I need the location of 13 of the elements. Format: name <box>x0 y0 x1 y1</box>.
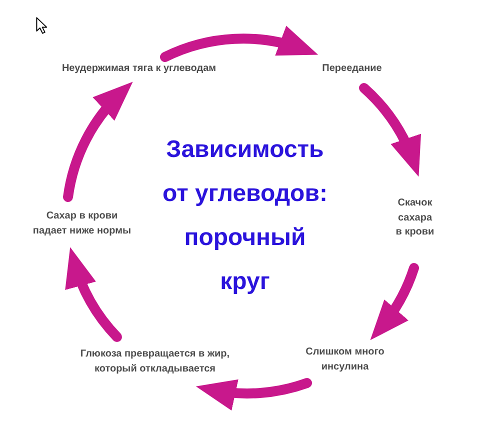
cycle-step-label: Переедание <box>322 62 382 76</box>
diagram-title: Зависимость от углеводов: порочный круг <box>162 135 328 297</box>
cycle-step-label: Сахар в крови падает ниже нормы <box>30 210 134 238</box>
cycle-step-label: Неудержимая тяга к углеводам <box>62 62 216 76</box>
curved-arrow <box>66 247 122 342</box>
curved-arrow <box>196 378 312 410</box>
curved-arrow <box>370 263 419 341</box>
cycle-step-label: Глюкоза превращается в жир, который откладывается <box>75 348 235 376</box>
cycle-step-label: Скачок сахара в крови <box>395 196 435 240</box>
curved-arrow <box>359 83 420 176</box>
curved-arrow <box>160 26 318 62</box>
curved-arrow <box>63 81 132 202</box>
cycle-step-label: Слишком много инсулина <box>300 346 390 374</box>
